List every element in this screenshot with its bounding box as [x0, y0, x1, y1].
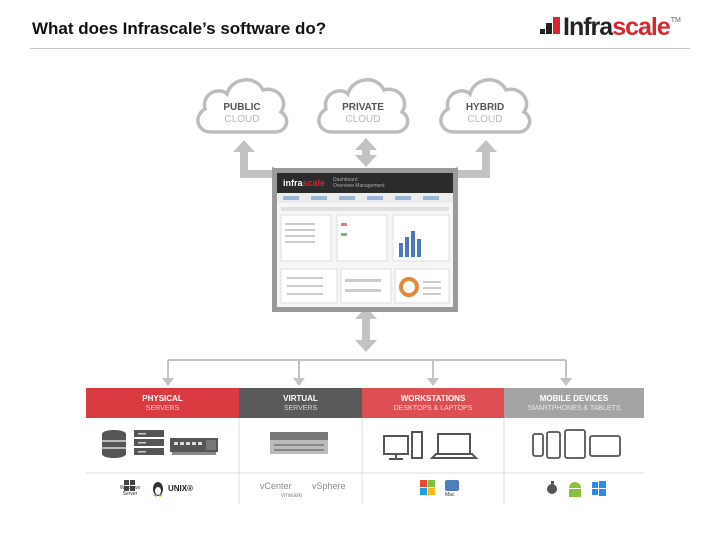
- category-title: VIRTUAL: [283, 394, 318, 403]
- apple-icon: [547, 481, 557, 494]
- network-switch-icon: [170, 438, 218, 455]
- linux-icon: [153, 482, 163, 497]
- phone-icon: [532, 431, 561, 459]
- windows-server-label: Windows Server: [119, 485, 141, 497]
- mac-label: Mac: [445, 492, 455, 498]
- vmware-label: vmware: [281, 493, 303, 499]
- category-mobile: MOBILE DEVICES SMARTPHONES & TABLETS: [504, 388, 644, 418]
- cloud-icon: [196, 78, 289, 134]
- windows-icon: [420, 480, 435, 495]
- page-title: What does Infrascale’s software do?: [32, 19, 327, 38]
- category-title: WORKSTATIONS: [400, 394, 466, 403]
- header-divider: [30, 48, 690, 49]
- cloud-subtitle: CLOUD: [345, 114, 381, 125]
- desktop-icon: [383, 435, 409, 460]
- dashboard-header: infrascale Dashboard Overview Management: [277, 173, 453, 193]
- vcenter-label: vCenter: [260, 481, 292, 491]
- category-physical: PHYSICAL SERVERS: [86, 388, 239, 418]
- cloud-title: PRIVATE: [342, 102, 384, 113]
- windows-icon: [592, 481, 606, 496]
- arrow-icon: [355, 138, 377, 167]
- dashboard-sub-caption: Overview Management: [333, 183, 385, 189]
- category-virtual: VIRTUAL SERVERS: [239, 388, 362, 418]
- dashboard-sub-title: Dashboard: [333, 177, 358, 183]
- apple-icon: [445, 480, 459, 491]
- cloud-title: HYBRID: [465, 102, 505, 113]
- unix-label: UNIX®: [168, 484, 194, 493]
- windows-icon: [124, 480, 135, 491]
- dashboard-brand-prefix: infra: [283, 178, 303, 188]
- cloud-icon: [317, 78, 410, 134]
- logo-wordmark: Infrascale: [563, 12, 671, 42]
- distribution-lines: [167, 359, 567, 380]
- dashboard-brand-suffix: scale: [302, 178, 326, 188]
- vsphere-label: vSphere: [312, 481, 346, 491]
- cloud-subtitle: CLOUD: [467, 114, 503, 125]
- logo-prefix: Infra: [563, 12, 613, 41]
- category-workstations: WORKSTATIONS DESKTOPS & LAPTOPS: [362, 388, 504, 418]
- category-subtitle: SERVERS: [145, 405, 180, 412]
- desktop-tower-icon: [411, 431, 423, 459]
- dashboard-body: [277, 193, 453, 304]
- public-cloud: PUBLIC CLOUD: [193, 72, 291, 136]
- private-cloud: PRIVATE CLOUD: [314, 72, 412, 136]
- cloud-subtitle: CLOUD: [224, 114, 260, 125]
- hybrid-cloud: HYBRID CLOUD: [436, 72, 534, 136]
- logo-trademark: TM: [670, 17, 681, 24]
- server-rack-icon: [134, 430, 164, 455]
- dashboard-subtitle: Dashboard Overview Management: [333, 177, 384, 189]
- category-title: MOBILE DEVICES: [539, 394, 609, 403]
- dashboard-screenshot: infrascale Dashboard Overview Management: [272, 168, 458, 312]
- android-icon: [569, 482, 581, 497]
- category-title: PHYSICAL: [142, 394, 183, 403]
- database-icon: [102, 430, 126, 458]
- logo-suffix: scale: [612, 12, 671, 41]
- laptop-icon: [429, 433, 479, 459]
- category-subtitle: SERVERS: [283, 405, 318, 412]
- logo-mark-icon: [540, 17, 560, 37]
- category-subtitle: DESKTOPS & LAPTOPS: [393, 405, 473, 412]
- arrow-icon: [355, 307, 377, 352]
- cloud-title: PUBLIC: [223, 102, 261, 113]
- dashboard-brand: infrascale: [283, 178, 325, 188]
- tablet-icon: [564, 429, 621, 459]
- category-subtitle: SMARTPHONES & TABLETS: [527, 405, 621, 412]
- cloud-icon: [439, 78, 532, 134]
- device-icons: [86, 418, 644, 504]
- virtual-server-icon: [270, 432, 328, 454]
- infrascale-logo: Infrascale TM: [540, 12, 681, 42]
